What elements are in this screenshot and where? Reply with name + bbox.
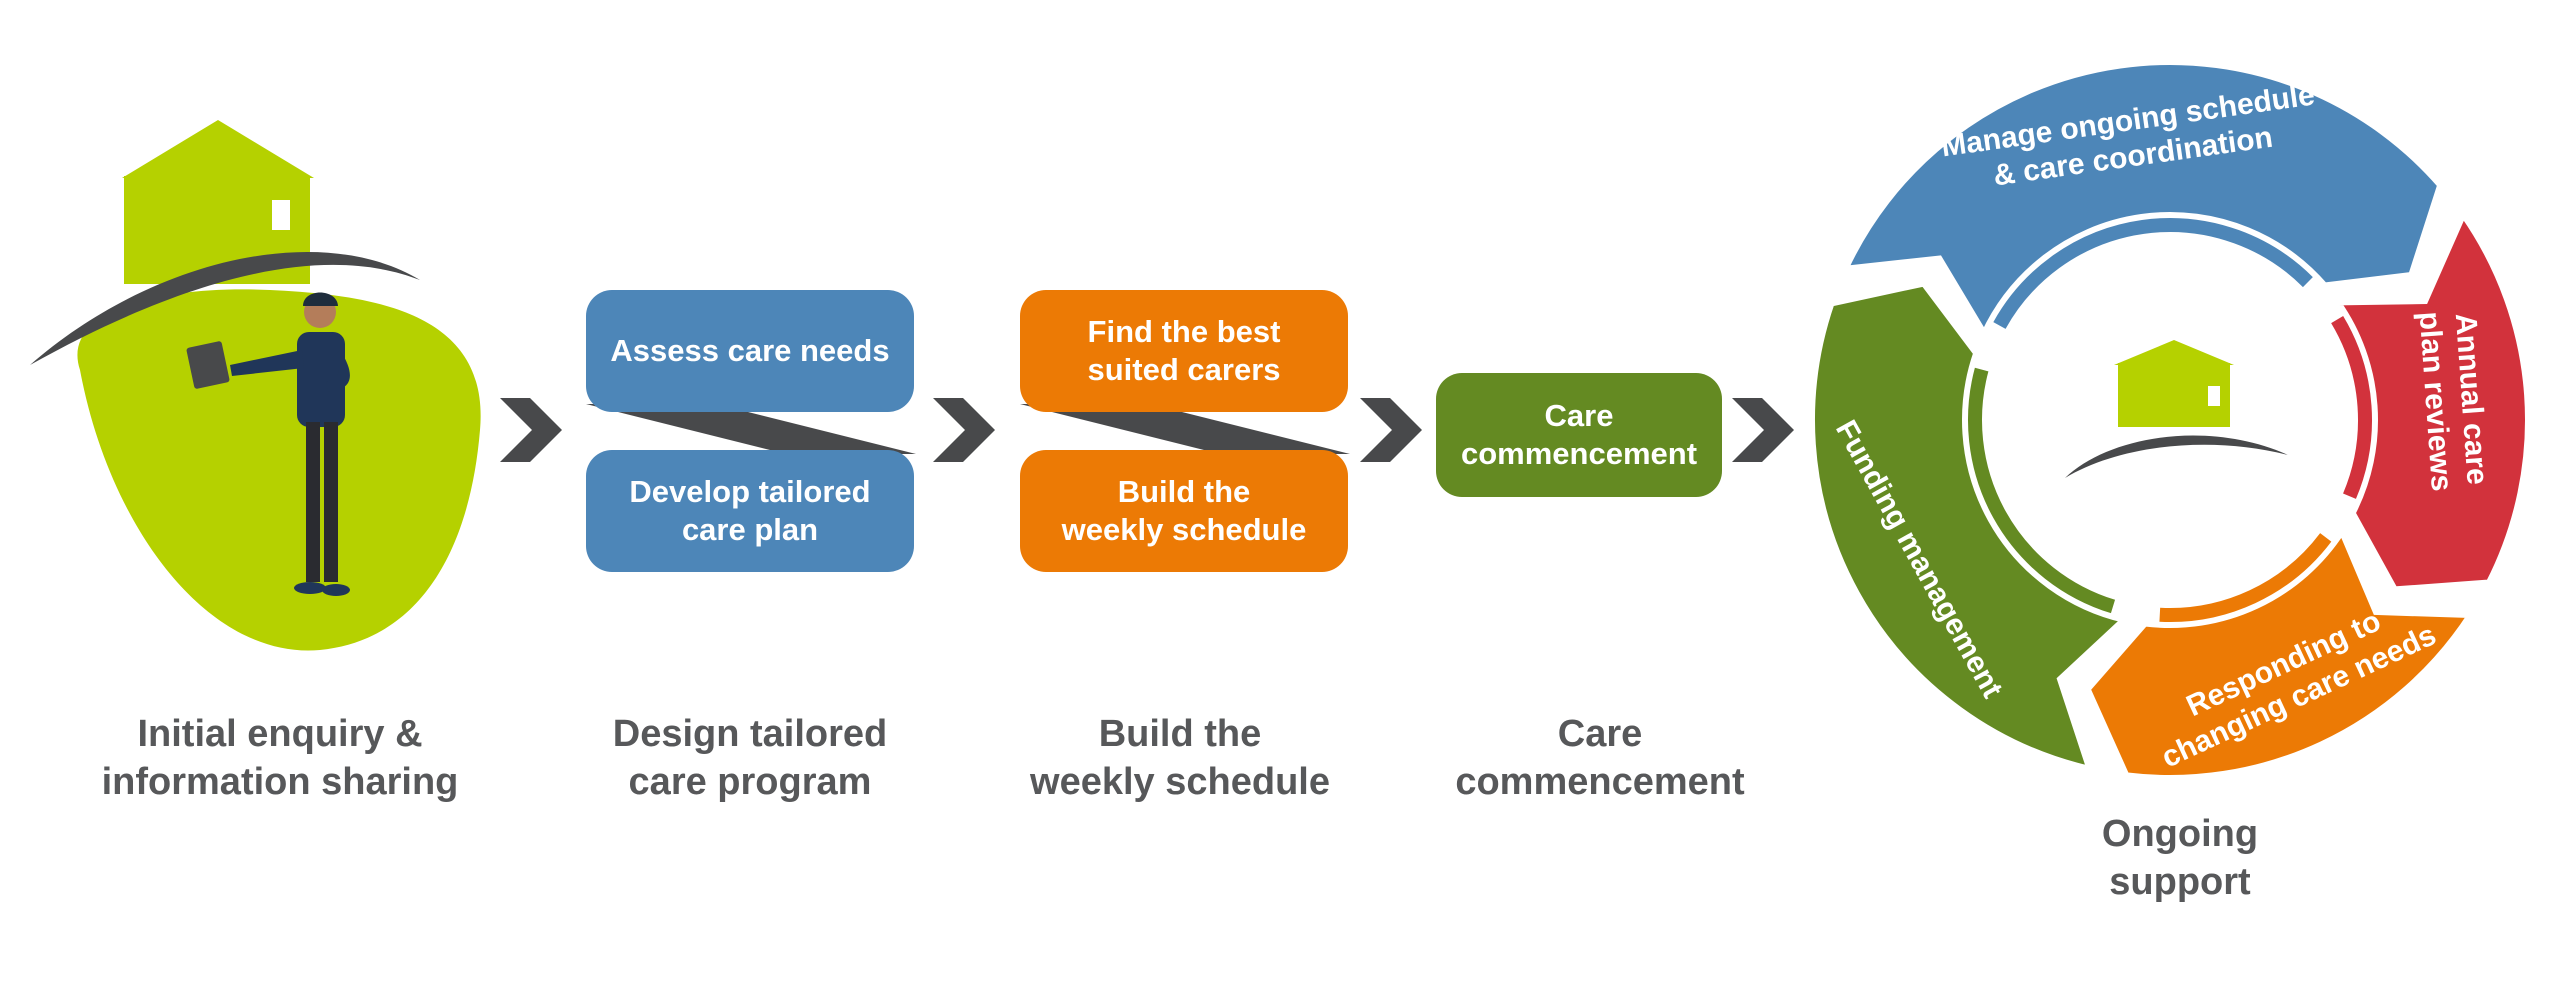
care-commencement-box: Care commencement [1436, 373, 1722, 497]
cycle-segment-manage-schedule [1840, 60, 2444, 340]
find-carers-box: Find the best suited carers [1020, 290, 1348, 412]
chevron-arrow-icon [1360, 398, 1422, 462]
connector-band [1020, 404, 1350, 454]
cycle-segment-annual-reviews [2332, 208, 2530, 593]
step-label-enquiry: Initial enquiry & information sharing [101, 713, 459, 803]
cycle-segment-funding [1810, 280, 2131, 773]
connector-band [586, 404, 916, 454]
lime-blob [77, 289, 481, 651]
swoosh [30, 251, 420, 365]
step-label-commencement: Care commencement [1455, 713, 1745, 803]
step-label-ongoing: Ongoing support [2101, 813, 2259, 903]
chevron-arrow-icon [1732, 398, 1794, 462]
ongoing-support-cycle: Manage ongoing schedule& care coordinati… [1810, 60, 2530, 780]
person-figure [186, 292, 350, 596]
assess-care-needs-box: Assess care needs [586, 290, 914, 412]
cycle-segment-funding-inner-ring [1968, 367, 2116, 614]
build-schedule-box: Build the weekly schedule [1020, 450, 1348, 572]
enquiry-illustration [30, 120, 481, 651]
cycle-segment-changing-needs [2084, 525, 2476, 780]
cycle-segment-changing-needs-inner-ring [2159, 533, 2332, 622]
cycle-segment-annual-reviews-inner-ring [2331, 315, 2372, 499]
cycle-segment-manage-schedule-inner-ring [1993, 218, 2313, 329]
develop-care-plan-box: Develop tailored care plan [586, 450, 914, 572]
chevron-arrow-icon [500, 398, 562, 462]
step-label-schedule: Build the weekly schedule [1030, 713, 1330, 803]
chevron-arrow-icon [933, 398, 995, 462]
cycle-center-house-icon [2065, 340, 2288, 478]
step-label-design: Design tailored care program [612, 713, 888, 803]
